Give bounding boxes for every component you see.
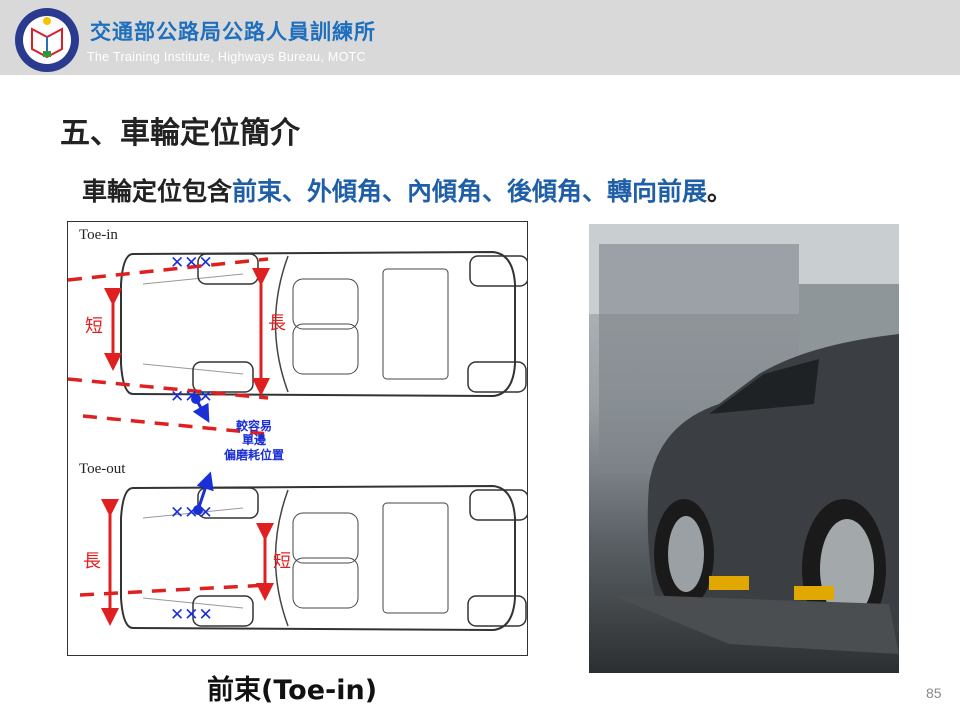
page-number: 85 — [926, 685, 942, 701]
slide-title: 五、車輪定位簡介 — [60, 116, 300, 151]
wear-note-line: 偏磨耗位置 — [224, 447, 284, 462]
subtitle-suffix: 。 — [707, 177, 733, 206]
header-banner: 交通部公路局公路人員訓練所 The Training Institute, Hi… — [0, 0, 960, 75]
diagram-caption: 前束(Toe-in) — [207, 675, 378, 706]
label-short: 短 — [85, 316, 103, 337]
svg-text:✕✕✕: ✕✕✕ — [170, 503, 213, 522]
svg-text:✕✕✕: ✕✕✕ — [170, 253, 213, 272]
wear-marks: ✕✕✕ ✕✕✕ ✕✕✕ ✕✕✕ — [170, 253, 213, 624]
institute-logo — [15, 8, 79, 72]
toe-in-label: Toe-in — [79, 227, 118, 243]
toe-diagram: 短 長 長 短 ✕✕✕ ✕✕✕ ✕✕✕ ✕✕✕ 較容易 單邊 偏磨耗位置 Toe-i… — [67, 221, 529, 656]
wear-note-line: 單邊 — [242, 432, 266, 447]
org-name-cn: 交通部公路局公路人員訓練所 — [90, 20, 376, 44]
car-top-view-toe-in — [120, 251, 529, 397]
svg-text:✕✕✕: ✕✕✕ — [170, 387, 213, 406]
measure-arrows — [101, 268, 274, 626]
label-long: 長 — [83, 551, 101, 572]
slide-subtitle: 車輪定位包含前束、外傾角、內傾角、後傾角、轉向前展。 — [82, 172, 732, 208]
toe-out-label: Toe-out — [79, 461, 126, 477]
wheel-alignment-photo — [589, 224, 899, 673]
subtitle-highlight: 前束、外傾角、內傾角、後傾角、轉向前展 — [232, 177, 708, 206]
label-short: 短 — [273, 551, 291, 572]
subtitle-prefix: 車輪定位包含 — [82, 177, 233, 206]
svg-text:✕✕✕: ✕✕✕ — [170, 605, 213, 624]
wear-note-line: 較容易 — [236, 418, 272, 433]
label-long: 長 — [268, 313, 286, 334]
org-name-en: The Training Institute, Highways Bureau,… — [87, 50, 366, 64]
